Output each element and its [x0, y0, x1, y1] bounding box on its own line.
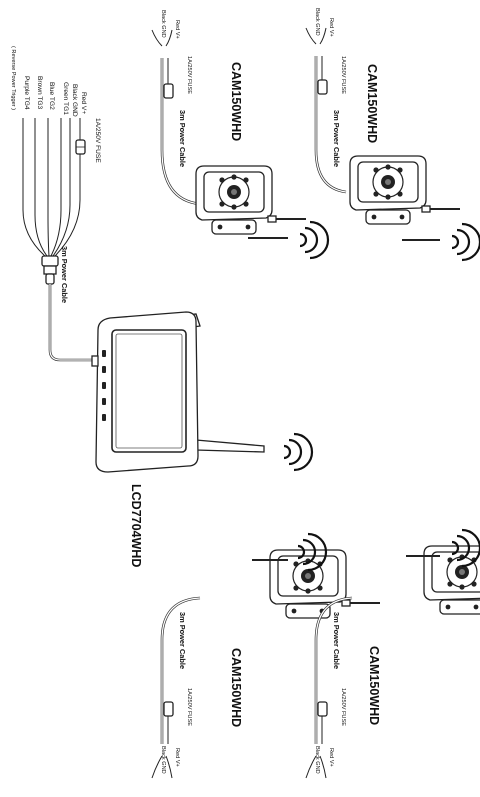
camera-4-cable-label: 3m Power Cable — [332, 612, 341, 669]
camera-3-model-label: CAM150WHD — [229, 648, 243, 727]
camera-3: 3m Power Cable CAM150WHD 1A/250V FUSE Re… — [151, 532, 381, 779]
camera-4-fuse — [317, 701, 328, 717]
harness-wire-purple-label: Purple TG4 — [23, 76, 30, 110]
camera-2-fuse — [317, 79, 328, 95]
camera-2: Red V+ Black GND 1A/250V FUSE 3m Power C… — [305, 8, 480, 262]
camera-2-wireless-icon — [450, 222, 480, 262]
harness-wire-brown-label: Brown TG3 — [36, 76, 43, 110]
camera-2-black-label: Black GND — [314, 8, 320, 36]
power-harness: Red V+ Black GND Green TG1 Blue TG2 Brow… — [10, 46, 101, 362]
harness-wire-red-label: Red V+ — [80, 92, 87, 114]
camera-1-cable-label: 3m Power Cable — [178, 110, 187, 167]
camera-4-model-label: CAM150WHD — [367, 646, 381, 725]
camera-1-wireless-icon — [298, 220, 330, 260]
harness-cable-label: 3m Power Cable — [60, 246, 69, 303]
camera-3-fuse-label: 1A/250V FUSE — [186, 688, 192, 726]
monitor-wireless-icon — [282, 432, 314, 472]
camera-1-model-label: CAM150WHD — [229, 62, 243, 141]
camera-1: Red V+ Black GND 1A/250V FUSE 3m Power C… — [151, 10, 330, 260]
monitor: LCD7704WHD — [91, 311, 314, 567]
monitor-model-label: LCD7704WHD — [129, 484, 143, 567]
camera-1-fuse-label: 1A/250V FUSE — [186, 56, 192, 94]
harness-fuse — [75, 139, 86, 155]
harness-fuse-label: 1A/250V FUSE — [94, 118, 101, 163]
camera-2-cable-label: 3m Power Cable — [332, 110, 341, 167]
harness-wire-black-label: Black GND — [71, 84, 78, 117]
harness-trigger-note: ( Reverse Power Trigger ) — [10, 46, 16, 110]
harness-wire-green-label: Green TG1 — [62, 82, 69, 115]
camera-3-fuse — [163, 701, 174, 717]
camera-4-black-label: Black GND — [314, 746, 320, 774]
camera-2-red-label: Red V+ — [328, 18, 334, 37]
camera-1-black-label: Black GND — [160, 10, 166, 38]
camera-4: 3m Power Cable CAM150WHD 1A/250V FUSE Re… — [305, 528, 480, 779]
camera-1-red-label: Red V+ — [174, 20, 180, 39]
camera-2-fuse-label: 1A/250V FUSE — [340, 56, 346, 94]
camera-4-red-label: Red V+ — [328, 748, 334, 767]
camera-2-model-label: CAM150WHD — [365, 64, 379, 143]
camera-3-red-label: Red V+ — [174, 748, 180, 767]
camera-3-cable-label: 3m Power Cable — [178, 612, 187, 669]
harness-wire-blue-label: Blue TG2 — [48, 82, 55, 110]
monitor-buttons — [102, 350, 106, 421]
camera-4-fuse-label: 1A/250V FUSE — [340, 688, 346, 726]
camera-3-black-label: Black GND — [160, 746, 166, 774]
harness-connector — [41, 255, 59, 285]
camera-1-fuse — [163, 83, 174, 99]
